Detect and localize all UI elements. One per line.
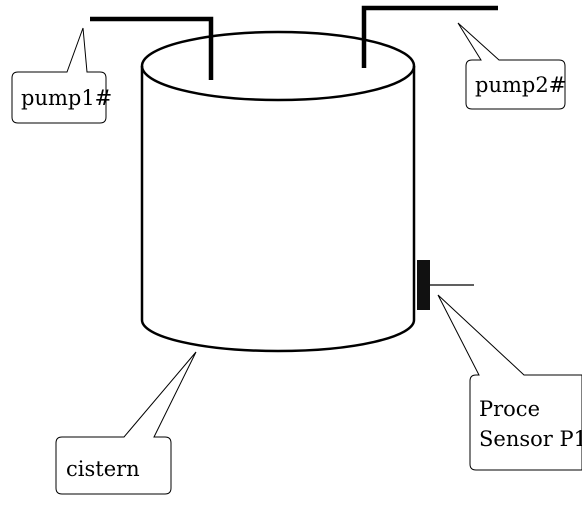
pump2-label: pump2# xyxy=(475,73,566,97)
pump1-callout: pump1# xyxy=(11,27,112,124)
cistern-tank xyxy=(140,30,416,353)
cistern-callout-box xyxy=(55,351,197,495)
pump1-label: pump1# xyxy=(21,86,112,110)
pump2-callout-box xyxy=(457,22,566,110)
pump2-callout: pump2# xyxy=(457,22,566,110)
cistern-callout: cistern xyxy=(55,351,197,495)
sensor-callout: Proce Sensor P1 xyxy=(437,294,582,471)
cistern-label: cistern xyxy=(66,457,140,481)
cistern-body xyxy=(140,66,416,353)
pressure-sensor xyxy=(417,260,430,310)
pump1-callout-box xyxy=(11,27,107,124)
pump1-pipe xyxy=(90,16,214,80)
sensor-label-line2: Sensor P1 xyxy=(479,427,582,451)
sensor-callout-box xyxy=(437,294,582,471)
pump2-pipe xyxy=(361,5,498,68)
sensor-label-line1: Proce xyxy=(479,397,540,421)
cistern-top-rim xyxy=(140,30,416,102)
